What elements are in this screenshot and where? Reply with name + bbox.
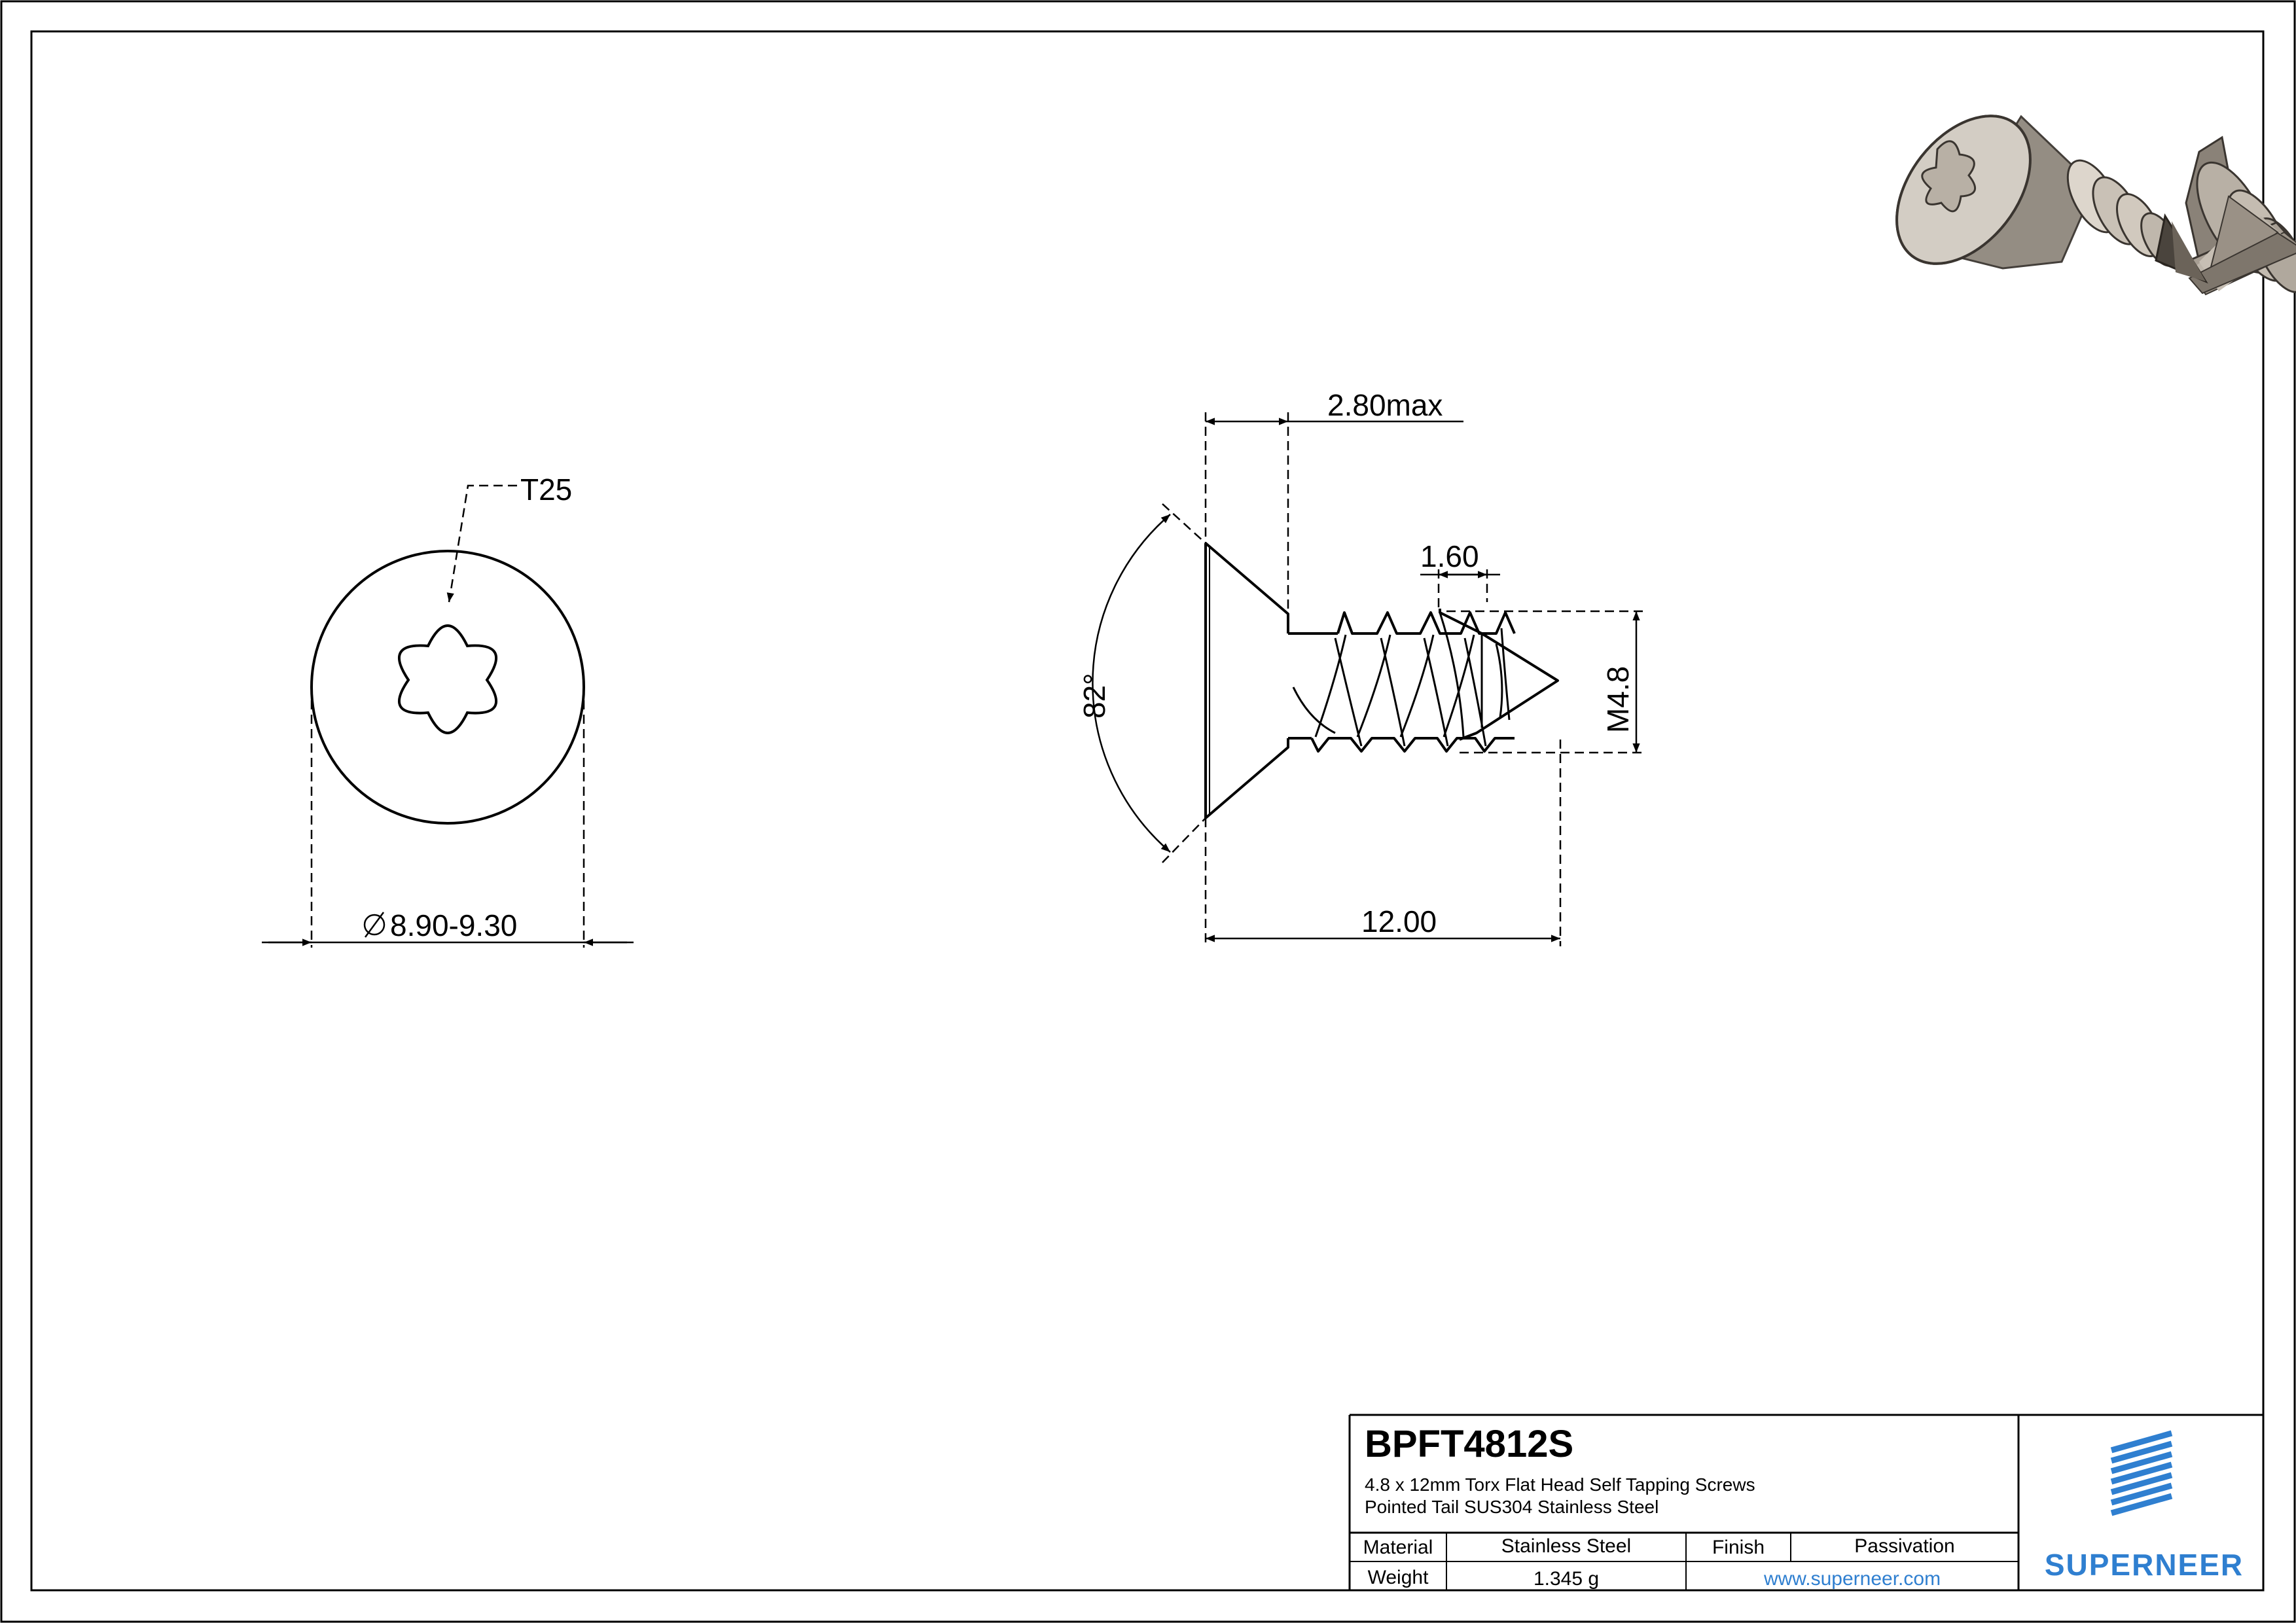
weight-label: Weight: [1367, 1567, 1429, 1588]
pointed-tip: [1439, 609, 1559, 741]
title-block: [1348, 1414, 2263, 1590]
tip-length-label: 1.60: [1420, 539, 1479, 573]
thread-crests-top: [1336, 611, 1516, 635]
thread-flanks: [1292, 628, 1511, 747]
finish-value: Passivation: [1854, 1535, 1955, 1557]
t25-leader: [446, 484, 517, 603]
diameter-symbol: [363, 914, 386, 936]
part-description: 4.8 x 12mm Torx Flat Head Self Tapping S…: [1365, 1474, 1755, 1518]
description-line-2: Pointed Tail SUS304 Stainless Steel: [1365, 1497, 1659, 1517]
brand-name: SUPERNEER: [2044, 1548, 2244, 1582]
weight-value: 1.345 g: [1533, 1568, 1600, 1590]
website-link[interactable]: www.superneer.com: [1763, 1568, 1941, 1590]
length-label: 12.00: [1361, 904, 1437, 938]
torx-recess: [397, 624, 498, 734]
side-view: [1204, 542, 1559, 819]
inner-border: [30, 30, 2265, 1592]
thread-size-label: M4.8: [1601, 666, 1635, 733]
finish-label: Finish: [1712, 1537, 1765, 1558]
head-cone-lower: [1204, 738, 1289, 819]
head-cone-upper: [1204, 542, 1289, 633]
superneer-logo-icon: [2110, 1430, 2173, 1516]
angle-label: 82°: [1077, 673, 1111, 719]
material-label: Material: [1363, 1537, 1433, 1558]
description-line-1: 4.8 x 12mm Torx Flat Head Self Tapping S…: [1365, 1474, 1755, 1495]
angle-arc: [1092, 514, 1171, 853]
screw-render-image: [1895, 115, 2296, 296]
thread-crests-bottom: [1310, 737, 1515, 753]
head-diameter-label: 8.90-9.30: [390, 908, 517, 942]
head-view: [262, 484, 634, 948]
head-height-label: 2.80max: [1327, 388, 1443, 422]
part-number: BPFT4812S: [1365, 1423, 1574, 1465]
drive-size-label: T25: [520, 473, 572, 507]
render-torx-recess: [1921, 140, 1977, 213]
material-value: Stainless Steel: [1501, 1535, 1632, 1557]
head-outline: [310, 550, 585, 825]
